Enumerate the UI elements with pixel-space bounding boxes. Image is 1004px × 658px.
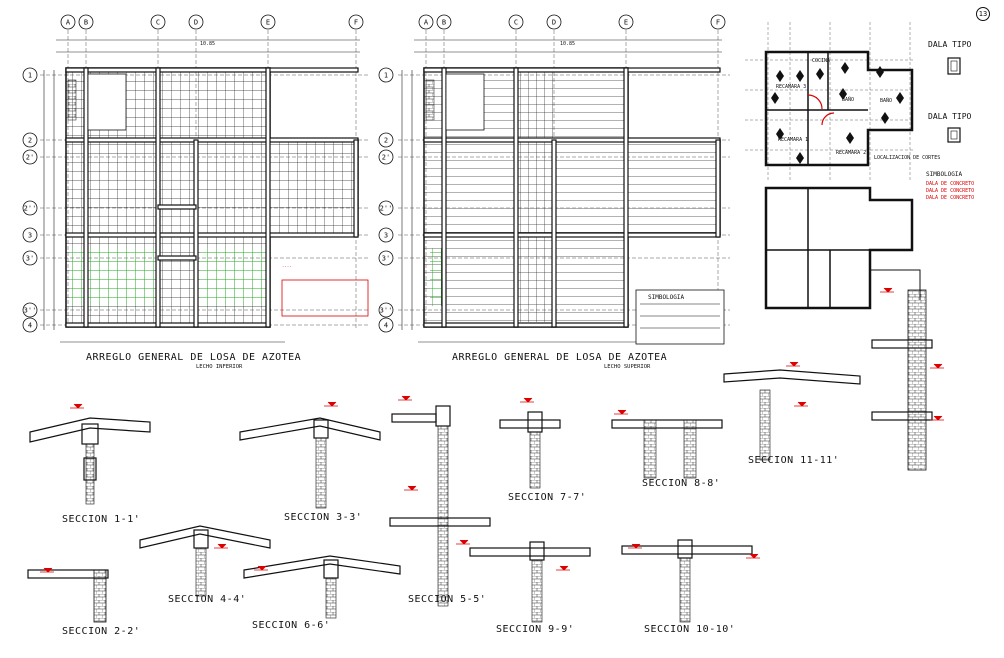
axis-bubble-left-row-4: 3 [22,227,38,243]
svg-text:3': 3' [382,255,390,263]
axis-bubble-left-row-3: 2'' [22,200,38,216]
axis-bubble-right-row-2: 2' [378,149,394,165]
svg-text:4: 4 [28,322,32,330]
section-8-label: SECCION 8-8' [642,478,721,489]
axis-bubble-right-col-A: A [418,14,434,30]
plan-right-total-dim: 10.85 [560,41,576,47]
axis-bubble-right-col-C: C [508,14,524,30]
dala-detail [947,57,961,143]
axis-bubble-left-col-D: D [188,14,204,30]
svg-text:2'': 2'' [24,205,37,213]
localizacion-cortes: LOCALIZACION DE CORTES [874,155,941,161]
red-note-box [281,279,369,317]
axis-bubble-right-col-B: B [436,14,452,30]
svg-text:E: E [624,19,628,27]
section-6-label: SECCION 6-6' [252,620,331,631]
section-7-label: SECCION 7-7' [508,492,587,503]
dala-tipo-title-1: DALA TIPO [928,40,972,49]
level-markers: ---- [40,264,944,573]
section-2-label: SECCION 2-2' [62,626,141,637]
svg-text:2'': 2'' [380,205,393,213]
room-label-2: COCINA [812,58,831,64]
svg-text:3': 3' [26,255,34,263]
svg-text:D: D [552,19,556,27]
axis-bubble-right-col-D: D [546,14,562,30]
svg-text:C: C [514,19,518,27]
simbologia-title: SIMBOLOGIA [926,171,963,178]
axis-bubbles: A B C D E F A B C D E F 1 2 2' 2'' 3 3' 3'' 4 1 2 2' 2'' 3 3' 3'' 4 [22,14,726,333]
axis-bubble-right-col-E: E [618,14,634,30]
plan-right [398,30,730,345]
section-3-label: SECCION 3-3' [284,512,363,523]
axis-bubble-left-row-2: 2' [22,149,38,165]
section-5-label: SECCION 5-5' [408,594,487,605]
axis-bubble-left-col-B: B [78,14,94,30]
section-4-label: SECCION 4-4' [168,594,247,605]
axis-bubble-right-col-F: F [710,14,726,30]
axis-bubble-right-row-1: 2 [378,132,394,148]
plan-symbology-title: SIMBOLOGIA [648,294,685,301]
svg-text:2': 2' [382,154,390,162]
svg-text:A: A [66,19,71,27]
key-plan [745,22,921,310]
room-label-1: RECAMARA 1 [778,137,809,143]
axis-bubble-left-col-F: F [348,14,364,30]
svg-text:1: 1 [384,72,388,80]
axis-bubble-right-row-0: 1 [378,67,394,83]
section-11-label: SECCION 11-11' [748,455,840,466]
svg-text:3'': 3'' [380,307,393,315]
svg-text:D: D [194,19,198,27]
axis-bubble-left-row-1: 2 [22,132,38,148]
axis-bubble-right-row-3: 2'' [378,200,394,216]
room-label-3: BAÑO [880,98,893,104]
plan-left-subtitle: LECHO INFERIOR [196,364,243,370]
svg-text:3'': 3'' [24,307,37,315]
axis-bubble-right-row-6: 3'' [378,302,394,318]
plan-right-title: ARREGLO GENERAL DE LOSA DE AZOTEA [452,352,668,363]
room-label-4: RECAMARA 2 [836,150,867,156]
axis-bubble-left-col-E: E [260,14,276,30]
simbologia-item-3: DALA DE CONCRETO [926,195,975,201]
section-details [27,289,933,623]
section-1-label: SECCION 1-1' [62,514,141,525]
room-label-6: RECAMARA 3 [776,84,807,90]
axis-bubble-left-row-0: 1 [22,67,38,83]
svg-text:C: C [156,19,160,27]
svg-text:A: A [424,19,429,27]
svg-text:3: 3 [384,232,388,240]
plan-left [40,30,370,343]
axis-bubble-left-row-6: 3'' [22,302,38,318]
svg-text:E: E [266,19,270,27]
axis-bubble-left-col-A: A [60,14,76,30]
section-markers [771,62,904,164]
axis-bubble-left-row-7: 4 [22,317,38,333]
svg-text:----: ---- [282,264,292,269]
plan-left-total-dim: 10.85 [200,41,216,47]
dala-tipo-title-2: DALA TIPO [928,112,972,121]
svg-text:2': 2' [26,154,34,162]
axis-bubble-right-row-5: 3' [378,250,394,266]
simbologia-item-2: DALA DE CONCRETO [926,188,975,194]
svg-text:B: B [84,19,88,27]
svg-text:3: 3 [28,232,32,240]
plan-right-subtitle: LECHO SUPERIOR [604,364,651,370]
axis-bubble-right-row-4: 3 [378,227,394,243]
svg-text:F: F [354,19,358,27]
room-label-5: BAÑO [842,97,855,103]
svg-text:2: 2 [28,137,32,145]
svg-text:4: 4 [384,322,388,330]
section-9-label: SECCION 9-9' [496,624,575,635]
axis-bubble-right-row-7: 4 [378,317,394,333]
svg-text:2: 2 [384,137,388,145]
simbologia-item-1: DALA DE CONCRETO [926,181,975,187]
svg-text:B: B [442,19,446,27]
axis-bubble-left-row-5: 3' [22,250,38,266]
section-10-label: SECCION 10-10' [644,624,736,635]
plan-left-title: ARREGLO GENERAL DE LOSA DE AZOTEA [86,352,302,363]
sheet-number: 13 [976,7,990,21]
axis-bubble-left-col-C: C [150,14,166,30]
svg-text:F: F [716,19,720,27]
svg-text:1: 1 [28,72,32,80]
